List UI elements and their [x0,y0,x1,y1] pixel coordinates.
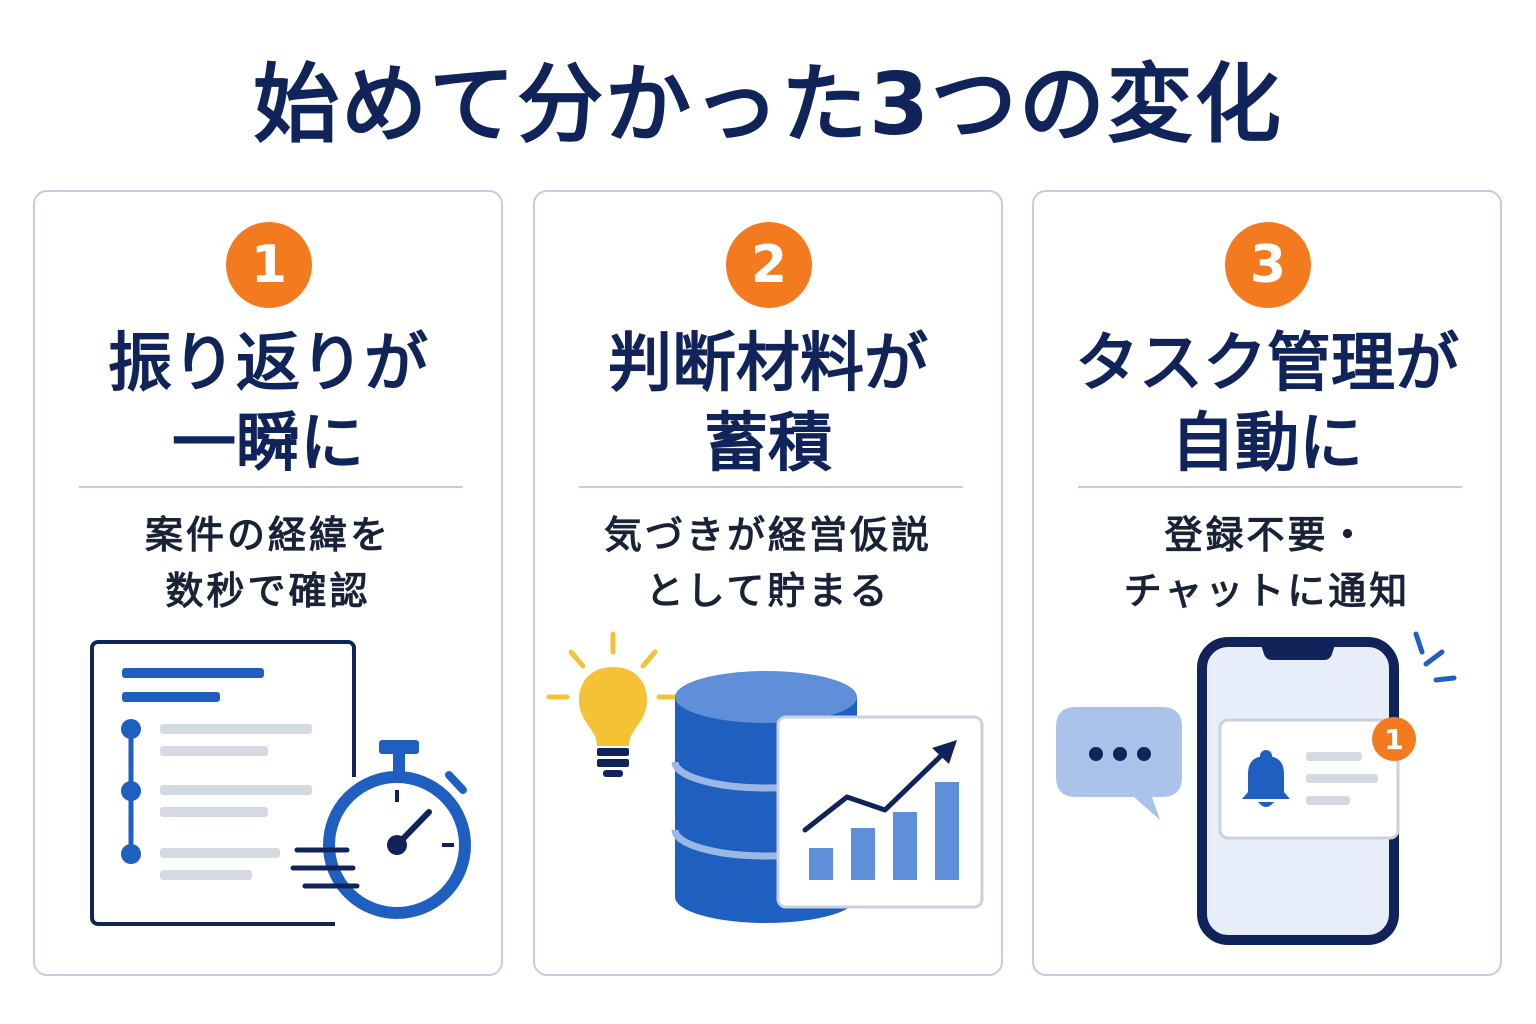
card-heading-2-line1: 判断材料が [608,327,928,401]
card-divider-3 [1078,486,1462,488]
card-desc-1-line2: 数秒で確認 [165,569,371,613]
card-heading-3: タスク管理が 自動に [1044,324,1490,484]
card-illustration-3: 1 [1056,631,1457,945]
card-heading-2: 判断材料が 蓄積 [545,324,991,484]
card-desc-1-line1: 案件の経緯を [144,513,391,557]
card-desc-2-line1: 気づきが経営仮説 [603,513,932,557]
growth-chart-icon [776,715,984,909]
card-heading-3-line2: 自動に [1171,407,1363,481]
card-desc-2-line2: として貯まる [645,569,891,613]
notification-badge: 1 [1372,717,1416,761]
document-timeline-icon [90,640,356,926]
card-divider-1 [79,486,463,488]
card-illustration-2 [546,631,984,923]
card-illustration-1 [90,640,485,932]
card-desc-3-line2: チャットに通知 [1123,569,1411,613]
card-heading-1-line2: 一瞬に [172,407,364,481]
card-heading-1-line1: 振り返りが [108,327,428,401]
number-badge-3: 3 [1225,222,1311,308]
lightbulb-icon [546,631,680,777]
notification-card [1218,718,1400,840]
page-title: 始めて分かった3つの変化 [253,55,1283,155]
card-desc-3: 登録不要・ チャットに通知 [1044,507,1490,619]
change-card-2: 2 判断材料が 蓄積 気づきが経営仮説 として貯まる [533,190,1003,976]
change-card-1: 1 振り返りが 一瞬に 案件の経緯を 数秒で確認 [33,190,503,976]
card-heading-1: 振り返りが 一瞬に [45,324,491,484]
chat-bubble-icon [1056,707,1182,820]
card-desc-3-line1: 登録不要・ [1164,513,1370,557]
card-divider-2 [579,486,963,488]
number-badge-2: 2 [726,222,812,308]
bell-icon [1242,750,1290,807]
number-badge-1: 1 [226,222,312,308]
stopwatch-icon [290,740,485,932]
card-heading-3-line1: タスク管理が [1075,327,1459,401]
change-card-3: 3 タスク管理が 自動に 登録不要・ チャットに通知 [1032,190,1502,976]
card-heading-2-line2: 蓄積 [704,407,832,481]
notification-count: 1 [1384,723,1403,756]
card-desc-1: 案件の経緯を 数秒で確認 [45,507,491,619]
card-desc-2: 気づきが経営仮説 として貯まる [545,507,991,619]
